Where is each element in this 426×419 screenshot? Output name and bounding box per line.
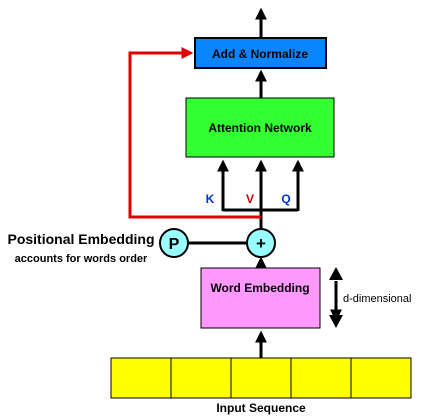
- positional-embedding-subtitle: accounts for words order: [15, 253, 148, 265]
- dimension-arrow-bottom-head: [329, 315, 343, 328]
- positional-node: P: [159, 228, 189, 258]
- sum-symbol: +: [256, 234, 266, 253]
- input-sequence-label: Input Sequence: [216, 401, 306, 415]
- input-sequence-tokens: [110, 357, 412, 399]
- add-normalize-box: [194, 37, 327, 69]
- v-label: V: [246, 192, 254, 206]
- attention-network-label: Attention Network: [208, 121, 312, 135]
- residual-connection: [128, 47, 261, 219]
- k-label: K: [206, 192, 215, 206]
- dimension-arrow-top-head: [329, 267, 343, 280]
- input-token: [290, 357, 352, 399]
- word-embedding-label: Word Embedding: [210, 281, 309, 295]
- sum-node: +: [246, 228, 276, 258]
- input-token: [350, 357, 412, 399]
- q-label: Q: [281, 192, 290, 206]
- attention-network-box: [185, 97, 335, 158]
- add-normalize-label: Add & Normalize: [212, 47, 308, 61]
- kvq-connectors: [217, 159, 304, 230]
- attention-network-block: Attention Network: [185, 97, 335, 158]
- input-token: [110, 357, 172, 399]
- positional-circle: [159, 228, 189, 258]
- word-embedding-box: [200, 267, 321, 329]
- positional-letter: P: [169, 236, 180, 253]
- input-token: [230, 357, 292, 399]
- dimension-label: d-dimensional: [343, 293, 411, 305]
- add-normalize-block: Add & Normalize: [194, 37, 327, 69]
- positional-embedding-title: Positional Embedding: [7, 231, 154, 247]
- word-embedding-block: Word Embedding: [200, 267, 321, 329]
- input-token: [170, 357, 232, 399]
